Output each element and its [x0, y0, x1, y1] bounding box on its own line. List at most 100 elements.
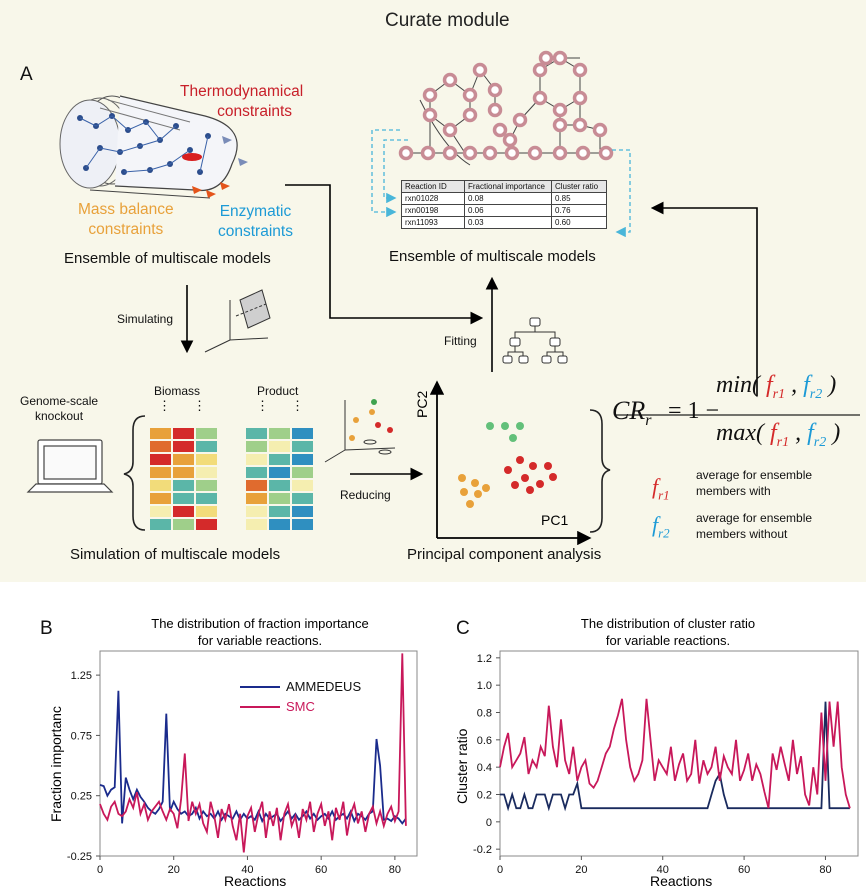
heatmap-cell — [246, 454, 267, 465]
network-nodes — [398, 50, 614, 161]
reaction-table: Reaction ID Fractional importance Cluste… — [401, 180, 607, 229]
heatmap-cell — [150, 467, 171, 478]
mass-line-2: constraints — [88, 221, 164, 238]
panel-b-title: The distribution of fraction importance … — [130, 615, 390, 649]
panel-c-title-line: The distribution of cluster ratio — [580, 616, 756, 631]
formula-min: min( — [716, 372, 760, 398]
heatmap-cell — [150, 519, 171, 530]
formula-close: ) — [828, 372, 837, 398]
heatmap-cell — [173, 493, 194, 504]
heatmap-cell — [150, 480, 171, 491]
enzymatic-line-1: Enzymatic — [219, 203, 292, 220]
table-cell: rxn00198 — [401, 204, 465, 217]
heatmap-cell — [269, 519, 290, 530]
formula-sub1: r1 — [776, 434, 790, 450]
heatmap-cell — [269, 506, 290, 517]
heatmap-cell — [196, 428, 217, 439]
heatmap-cell — [292, 493, 313, 504]
x-tick-label: 20 — [168, 864, 180, 876]
heatmap-cell — [173, 454, 194, 465]
mass-line-1: Mass balance — [78, 201, 174, 218]
heatmap-cell — [269, 454, 290, 465]
heatmap-cell — [269, 493, 290, 504]
heatmap-cell — [246, 441, 267, 452]
y-tick-label: 0.6 — [477, 735, 492, 747]
heatmap-cell — [150, 506, 171, 517]
y-tick-label: -0.2 — [473, 844, 492, 856]
heatmap-cell — [269, 428, 290, 439]
formula-lhs: CRr — [612, 396, 651, 430]
table-header-cell: Reaction ID — [401, 180, 465, 193]
flow-arrows — [180, 184, 758, 481]
3d-axes-icon — [204, 289, 271, 353]
legend-sub: r1 — [658, 487, 670, 503]
y-tick-label: 0 — [486, 817, 492, 829]
table-row: rxn01028 0.08 0.85 — [401, 192, 607, 205]
y-tick-label: 0.75 — [71, 730, 92, 742]
chart-b-xlabel: Reactions — [224, 873, 287, 889]
simulation-caption: Simulation of multiscale models — [70, 546, 281, 563]
y-tick-label: -0.25 — [67, 851, 92, 863]
cylinder-ensemble-icon — [59, 95, 248, 199]
panel-c-title: The distribution of cluster ratio for va… — [548, 615, 788, 649]
y-tick-label: 1.0 — [477, 680, 492, 692]
y-tick-label: 0.25 — [71, 791, 92, 803]
panel-c-title-line: for variable reactions. — [605, 633, 731, 648]
heatmap-cell — [196, 454, 217, 465]
table-cell: 0.08 — [464, 192, 552, 205]
formula-comma: , — [791, 372, 798, 398]
formula-sub2: r2 — [813, 434, 827, 450]
heatmap-cell — [196, 493, 217, 504]
heatmap-cell — [292, 428, 313, 439]
heatmap-cell — [292, 506, 313, 517]
formula-close: ) — [832, 420, 841, 446]
formula-f2: f — [807, 420, 814, 446]
panel-b-letter: B — [40, 618, 53, 639]
formula-f1: f — [769, 420, 777, 446]
heatmap-cell — [173, 480, 194, 491]
heatmap-cell — [150, 441, 171, 452]
ensemble-right-label: Ensemble of multiscale models — [389, 248, 596, 265]
ensemble-left-label: Ensemble of multiscale models — [64, 250, 271, 267]
legend-sub: r2 — [658, 525, 670, 541]
pca-axes — [429, 380, 592, 546]
series-line — [99, 690, 407, 825]
pc1-label: PC1 — [541, 512, 569, 528]
y-tick-label: 1.25 — [71, 670, 92, 682]
table-row: rxn11093 0.03 0.60 — [401, 216, 607, 229]
x-tick-label: 0 — [97, 864, 103, 876]
heatmap-cell — [173, 467, 194, 478]
y-tick-label: 0.4 — [477, 762, 492, 774]
heatmap-biomass — [150, 428, 217, 530]
heatmap-cell — [246, 493, 267, 504]
series-line — [99, 653, 407, 853]
scatter3d-icon — [324, 399, 396, 463]
page-title: Curate module — [385, 10, 510, 31]
fitting-label: Fitting — [444, 334, 477, 348]
chart-c-ylabel: Cluster ratio — [454, 728, 470, 804]
formula-sub2: r2 — [809, 386, 823, 402]
product-label: Product — [257, 384, 299, 398]
legend-label: AMMEDEUS — [286, 679, 361, 694]
legend-fr2-symbol: fr2 — [652, 512, 670, 541]
heatmap-cell — [173, 441, 194, 452]
x-tick-label: 20 — [575, 864, 587, 876]
legend-fr2-text: average for ensemble members without — [696, 510, 812, 542]
formula-sub1: r1 — [772, 386, 786, 402]
genome-line-2: knockout — [35, 409, 84, 423]
heatmap-cell — [196, 519, 217, 530]
heatmap-cell — [150, 428, 171, 439]
genome-line-1: Genome-scale — [20, 394, 99, 408]
table-cell: 0.06 — [464, 204, 552, 217]
heatmap-cell — [196, 506, 217, 517]
formula-max: max( — [716, 420, 764, 446]
heatmap-cell — [292, 519, 313, 530]
chart-b-ylabel: Fraction importanc — [48, 706, 64, 822]
table-cell: 0.60 — [551, 216, 607, 229]
formula-cr: CR — [612, 396, 646, 425]
y-tick-label: 0.8 — [477, 708, 492, 720]
y-tick-label: 1.2 — [477, 653, 492, 665]
table-cell: 0.76 — [551, 204, 607, 217]
table-cell: 0.03 — [464, 216, 552, 229]
